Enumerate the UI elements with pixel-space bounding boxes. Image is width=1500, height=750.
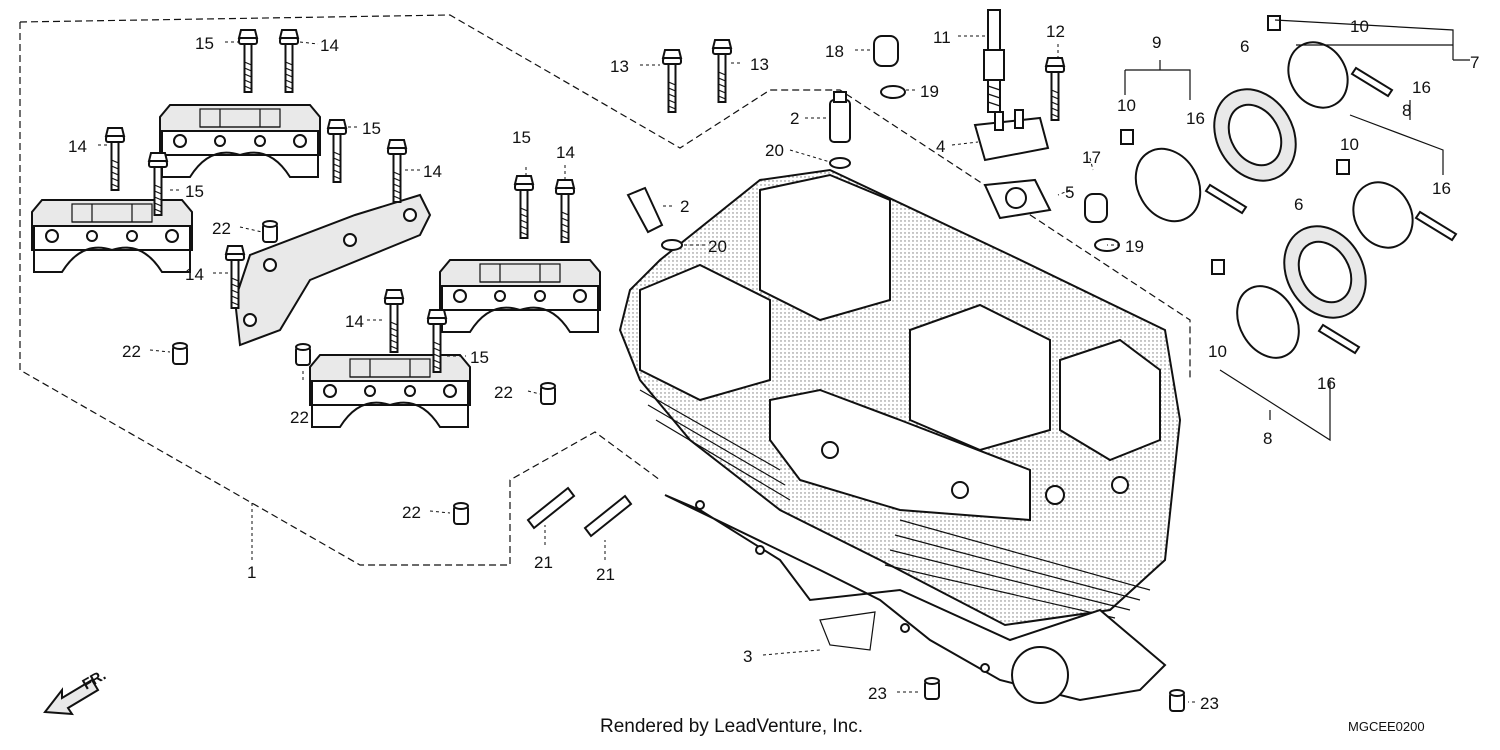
- callout-labels: 15 14 14 15 15 14 22 14 22 22 14 15 22 1…: [68, 17, 1479, 713]
- render-credit: Rendered by LeadVenture, Inc.: [600, 716, 863, 737]
- callout-label: 18: [825, 42, 844, 61]
- callout-label: 14: [320, 36, 339, 55]
- callout-label: 7: [1470, 53, 1479, 72]
- callout-label: 19: [920, 82, 939, 101]
- dowel-pin: [1169, 689, 1185, 712]
- insulator: [626, 91, 851, 251]
- bolt: [279, 29, 299, 93]
- callout-label: 4: [936, 137, 945, 156]
- callout-label: 15: [185, 182, 204, 201]
- callout-label: 21: [534, 553, 553, 572]
- dowel-pin: [924, 677, 940, 700]
- callout-label: 17: [1082, 148, 1101, 167]
- bolt: [384, 289, 404, 353]
- callout-label: 21: [596, 565, 615, 584]
- callout-label: 15: [195, 34, 214, 53]
- intake-boot: [1213, 88, 1367, 319]
- callout-label: 9: [1152, 33, 1161, 52]
- callout-label: 15: [362, 119, 381, 138]
- callout-label: 15: [512, 128, 531, 147]
- bolt: [105, 127, 125, 191]
- sensor-unit: [973, 109, 1052, 220]
- callout-label: 23: [868, 684, 887, 703]
- leader-lines: [98, 35, 1195, 703]
- callout-label: 8: [1263, 429, 1272, 448]
- head-gasket: [664, 494, 1167, 704]
- callout-label: 12: [1046, 22, 1065, 41]
- callout-label: 22: [290, 408, 309, 427]
- callout-label: 22: [212, 219, 231, 238]
- bolt: [1045, 57, 1065, 121]
- dowel-pin: [262, 220, 278, 243]
- callout-label: 20: [765, 141, 784, 160]
- callout-label: 14: [345, 312, 364, 331]
- clamp: [1134, 41, 1414, 359]
- camshaft-holder: [159, 104, 321, 178]
- front-direction-arrow: FR.: [43, 667, 109, 716]
- callout-label: 22: [494, 383, 513, 402]
- callout-label: 3: [743, 647, 752, 666]
- callout-label: 10: [1117, 96, 1136, 115]
- callout-label: 14: [68, 137, 87, 156]
- assembly-1-outline: [19, 14, 1191, 566]
- camshaft-holder: [439, 259, 601, 333]
- callout-label: 16: [1186, 109, 1205, 128]
- callout-label: 16: [1412, 78, 1431, 97]
- cap-nut: [1084, 193, 1120, 252]
- screw: [1204, 66, 1458, 355]
- cap-nut: [873, 35, 906, 99]
- bolt: [514, 175, 534, 239]
- callout-label: 23: [1200, 694, 1219, 713]
- callout-label: 6: [1294, 195, 1303, 214]
- bolt: [555, 179, 575, 243]
- callout-label: 15: [470, 348, 489, 367]
- callout-label: 13: [610, 57, 629, 76]
- dowel-pin: [453, 502, 469, 525]
- callout-label: 13: [750, 55, 769, 74]
- callout-label: 8: [1402, 101, 1411, 120]
- callout-label: 1: [247, 563, 256, 582]
- bolt: [238, 29, 258, 93]
- callout-label: 10: [1208, 342, 1227, 361]
- bolt: [662, 49, 682, 113]
- spark-plug: [983, 9, 1005, 113]
- callout-label: 10: [1350, 17, 1369, 36]
- camshaft-holder-long: [233, 193, 432, 347]
- camshaft-holder: [31, 199, 193, 273]
- dowel-pin: [295, 343, 311, 366]
- bolt: [387, 139, 407, 203]
- callout-label: 16: [1432, 179, 1451, 198]
- callout-label: 14: [556, 143, 575, 162]
- cylinder-head: [618, 168, 1182, 627]
- callout-label: 2: [680, 197, 689, 216]
- callout-label: 14: [185, 265, 204, 284]
- callout-label: 14: [423, 162, 442, 181]
- callout-label: 5: [1065, 183, 1074, 202]
- drawing-code: MGCEE0200: [1348, 719, 1425, 734]
- callout-label: 6: [1240, 37, 1249, 56]
- bolt: [712, 39, 732, 103]
- callout-label: 2: [790, 109, 799, 128]
- stud-bolt: [526, 486, 633, 538]
- callout-label: 10: [1340, 135, 1359, 154]
- camshaft-holder: [309, 354, 471, 428]
- callout-label: 22: [402, 503, 421, 522]
- dowel-pin: [172, 342, 188, 365]
- clip: [1120, 15, 1350, 275]
- callout-label: 22: [122, 342, 141, 361]
- callout-label: 19: [1125, 237, 1144, 256]
- bolt: [327, 119, 347, 183]
- callout-label: 16: [1317, 374, 1336, 393]
- callout-label: 11: [933, 28, 951, 47]
- dowel-pin: [540, 382, 556, 405]
- callout-label: 20: [708, 237, 727, 256]
